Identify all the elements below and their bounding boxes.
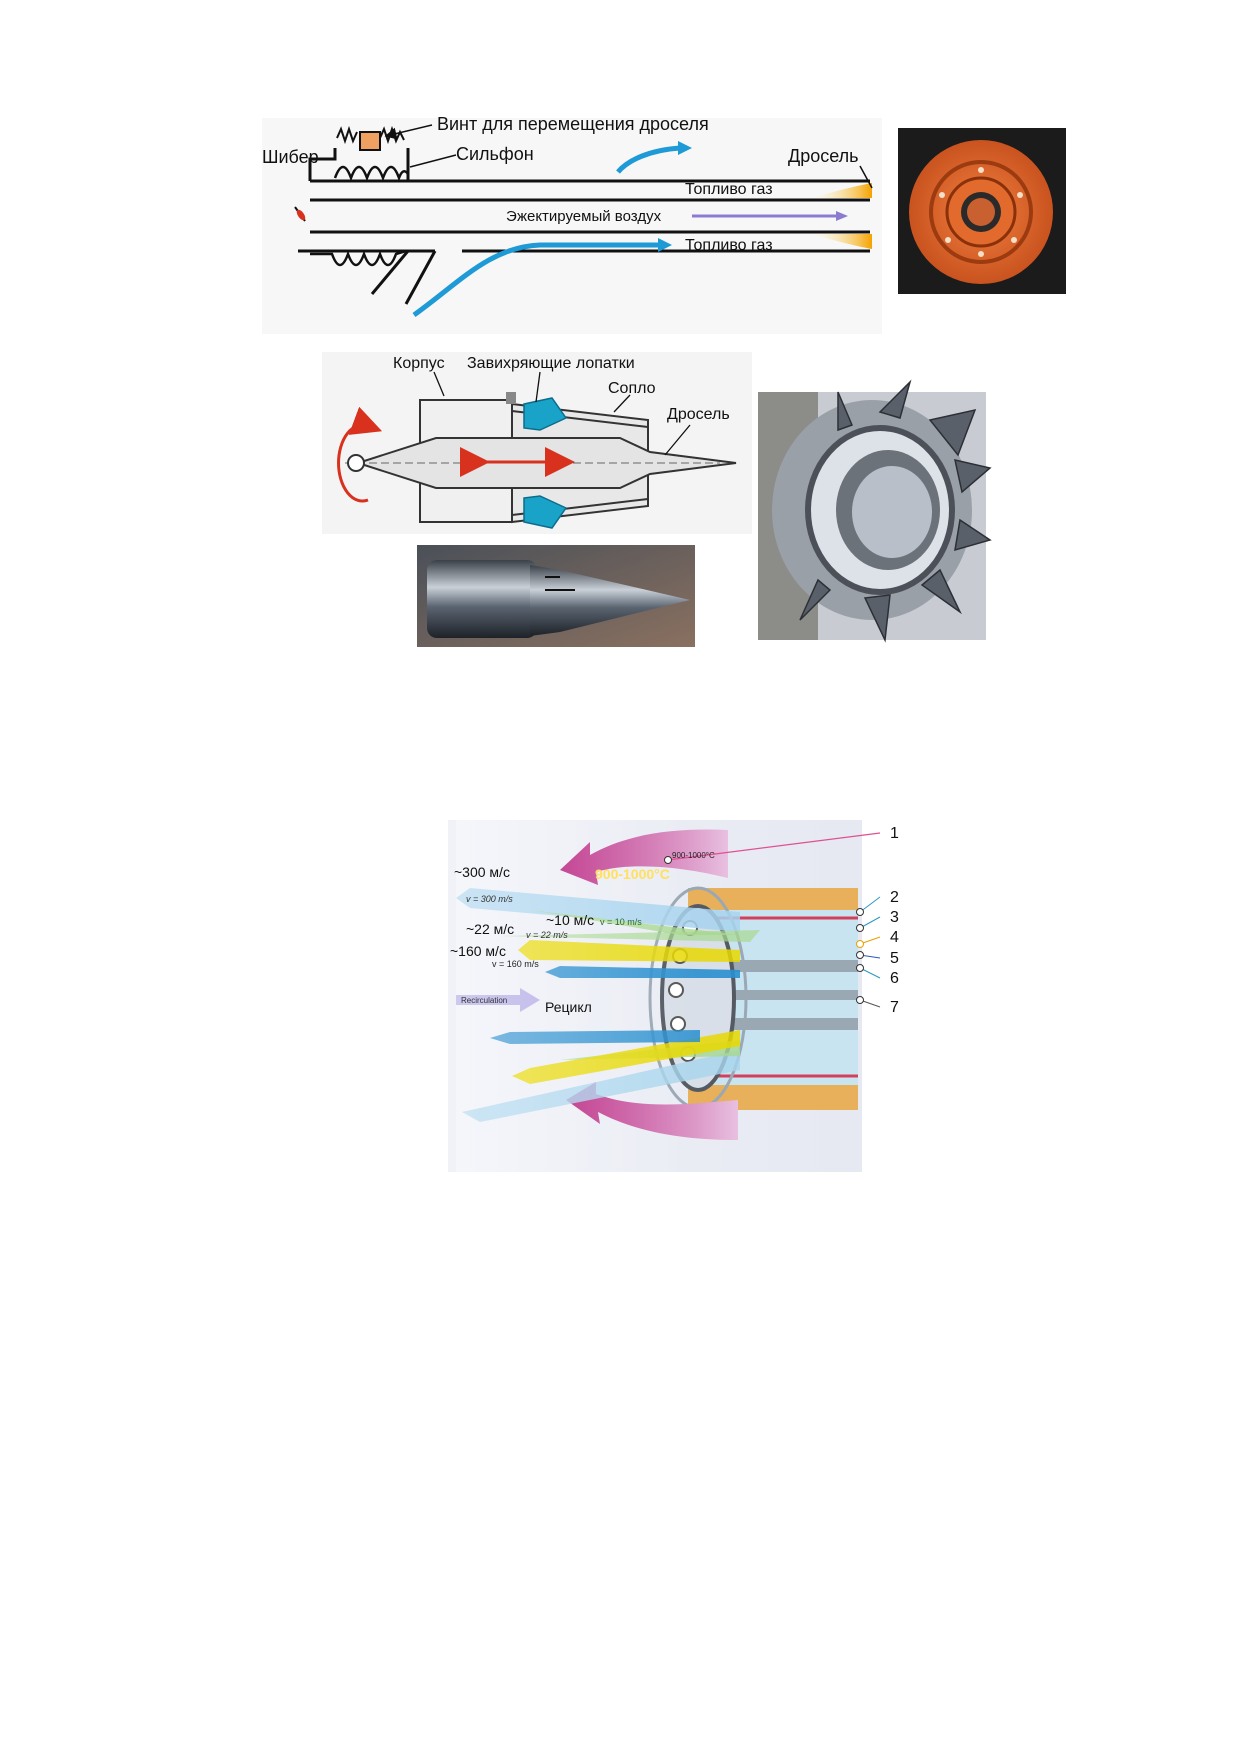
speed-10: ~10 м/с: [546, 912, 594, 928]
flame-top: [810, 183, 872, 198]
callout-3: 3: [890, 909, 899, 926]
rotation-arrow: [337, 406, 383, 503]
swirl-vane-top: [523, 397, 568, 431]
label-screw: Винт для перемещения дроселя: [437, 114, 709, 134]
damper-icon: [294, 206, 306, 222]
schematic-background: [262, 118, 882, 334]
recirculation-label: Recirculation: [461, 996, 507, 1005]
figure-flow-velocities: 1 2 3 4 5 6 7 900-1000°C 900-1000°C ~300…: [448, 820, 899, 1172]
flame-bottom: [810, 234, 872, 249]
photo-orange-swirler: [898, 128, 1066, 294]
photo-throttle-cone: [417, 545, 695, 647]
recycle-label: Рецикл: [545, 999, 592, 1015]
label-fuel-bottom: Топливо газ: [685, 237, 773, 254]
label-housing: Корпус: [393, 355, 445, 372]
callout-6: 6: [890, 970, 899, 987]
swirl-vane-bottom: [523, 495, 568, 529]
label-throttle-2: Дросель: [667, 406, 730, 423]
speed-300-small: v = 300 m/s: [466, 894, 513, 904]
label-swirl-vanes: Завихряющие лопатки: [467, 355, 635, 372]
label-throttle-1: Дросель: [788, 146, 859, 166]
screw-block: [359, 131, 381, 151]
fuel-flow-bottom: [412, 242, 660, 318]
callout-5: 5: [890, 950, 899, 967]
figure-ejector-schematic: Винт для перемещения дроселя Сильфон Шиб…: [262, 114, 882, 334]
label-bellows: Сильфон: [456, 144, 534, 164]
callout-1: 1: [890, 825, 899, 842]
speed-22: ~22 м/с: [466, 921, 514, 937]
speed-10-small: v = 10 m/s: [600, 917, 642, 927]
tube-walls: [298, 148, 870, 305]
callout-7: 7: [890, 999, 899, 1016]
temperature-label: 900-1000°C: [595, 866, 670, 882]
bellows-top: [333, 165, 410, 182]
label-fuel-top: Топливо газ: [685, 181, 773, 198]
speed-22-small: v = 22 m/s: [526, 930, 568, 940]
label-nozzle: Сопло: [608, 380, 656, 397]
speed-300: ~300 м/с: [454, 864, 510, 880]
label-damper: Шибер: [262, 147, 319, 167]
callout-4: 4: [890, 929, 899, 946]
spring-left: [336, 125, 358, 145]
bellows-bottom: [310, 249, 407, 267]
photo-metal-swirler: [758, 379, 992, 643]
fuel-flow-top: [616, 145, 681, 174]
temperature-label-small: 900-1000°C: [672, 851, 715, 860]
label-air: Эжектируемый воздух: [506, 208, 662, 225]
speed-160: ~160 м/с: [450, 943, 506, 959]
speed-160-small: v = 160 m/s: [492, 959, 539, 969]
callout-2: 2: [890, 889, 899, 906]
figure-swirl-burner-section: Корпус Завихряющие лопатки Сопло Дросель: [322, 352, 752, 534]
